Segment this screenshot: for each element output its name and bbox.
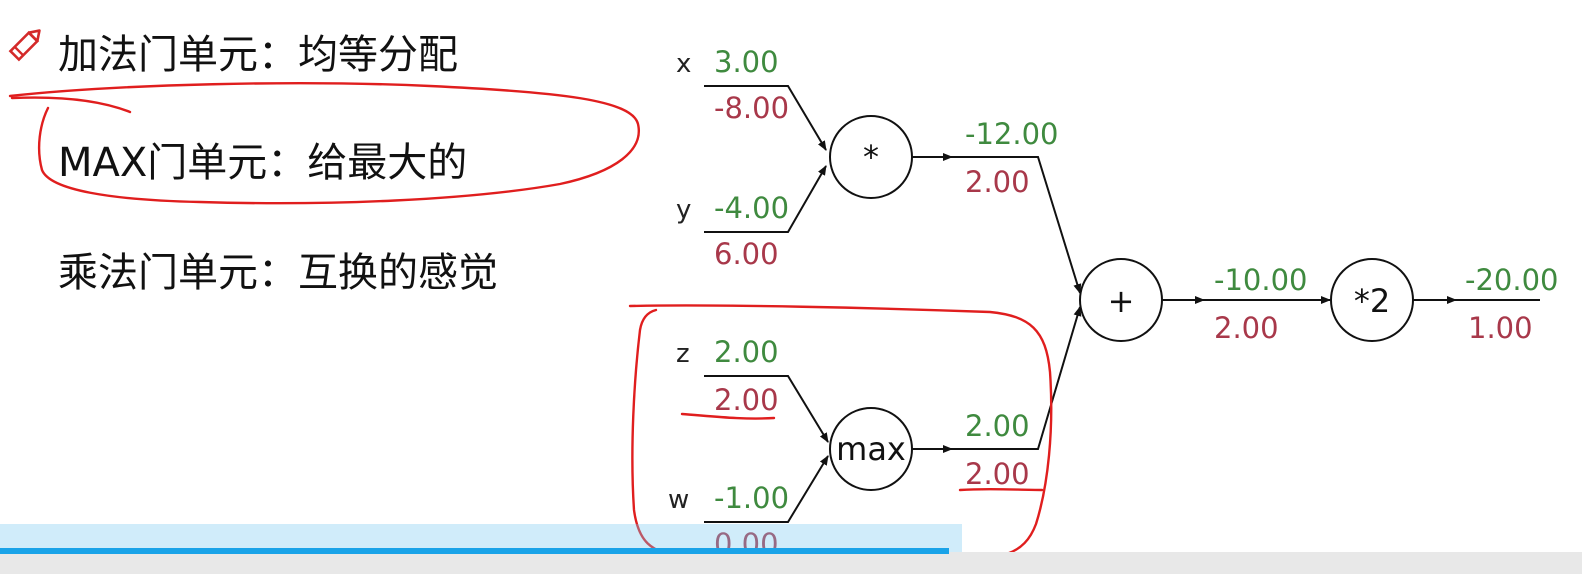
edge-max-to-add [952,306,1082,450]
scale-out-grad: 1.00 [1468,311,1533,345]
ink-circle-tail [10,96,132,114]
input-y-grad: 6.00 [714,237,779,271]
input-y-value: -4.00 [714,191,789,225]
ink-underline-z-grad [680,412,776,420]
buffered-region [0,524,962,552]
mul-out-grad: 2.00 [965,165,1030,199]
ink-circle-max-note [8,82,640,205]
progress-fill [0,548,950,554]
input-z-grad: 2.00 [714,383,779,417]
input-y-name: y [676,195,691,225]
edge-z-to-max [704,375,829,443]
add-out-value: -10.00 [1214,263,1308,297]
input-w-name: w [668,485,689,515]
input-z-value: 2.00 [714,335,779,369]
max-out-grad: 2.00 [965,457,1030,491]
max-out-value: 2.00 [965,409,1030,443]
input-w-value: -1.00 [714,481,789,515]
mul-out-value: -12.00 [965,117,1059,151]
input-x-value: 3.00 [714,45,779,79]
pencil-icon[interactable] [4,22,48,70]
edge-y-to-mul [704,165,827,233]
scale-out-value: -20.00 [1465,263,1559,297]
mul-gate-label: * [863,138,879,176]
scale-gate-label: *2 [1354,282,1390,320]
edge-x-to-mul [704,85,827,151]
note-max-gate: MAX门单元：给最大的 [58,140,468,186]
edge-w-to-max [704,455,829,523]
max-gate-label: max [836,430,906,468]
note-mul-gate: 乘法门单元：互换的感觉 [58,250,498,296]
note-add-gate: 加法门单元：均等分配 [58,32,458,78]
add-gate-label: + [1108,282,1135,320]
input-x-name: x [676,49,691,79]
add-out-grad: 2.00 [1214,311,1279,345]
video-progress-bar[interactable] [0,524,1582,574]
input-z-name: z [676,339,690,369]
input-x-grad: -8.00 [714,91,789,125]
edge-mul-to-add [952,156,1082,294]
progress-track[interactable] [0,552,1582,574]
ink-underline-max-grad [958,487,1044,492]
